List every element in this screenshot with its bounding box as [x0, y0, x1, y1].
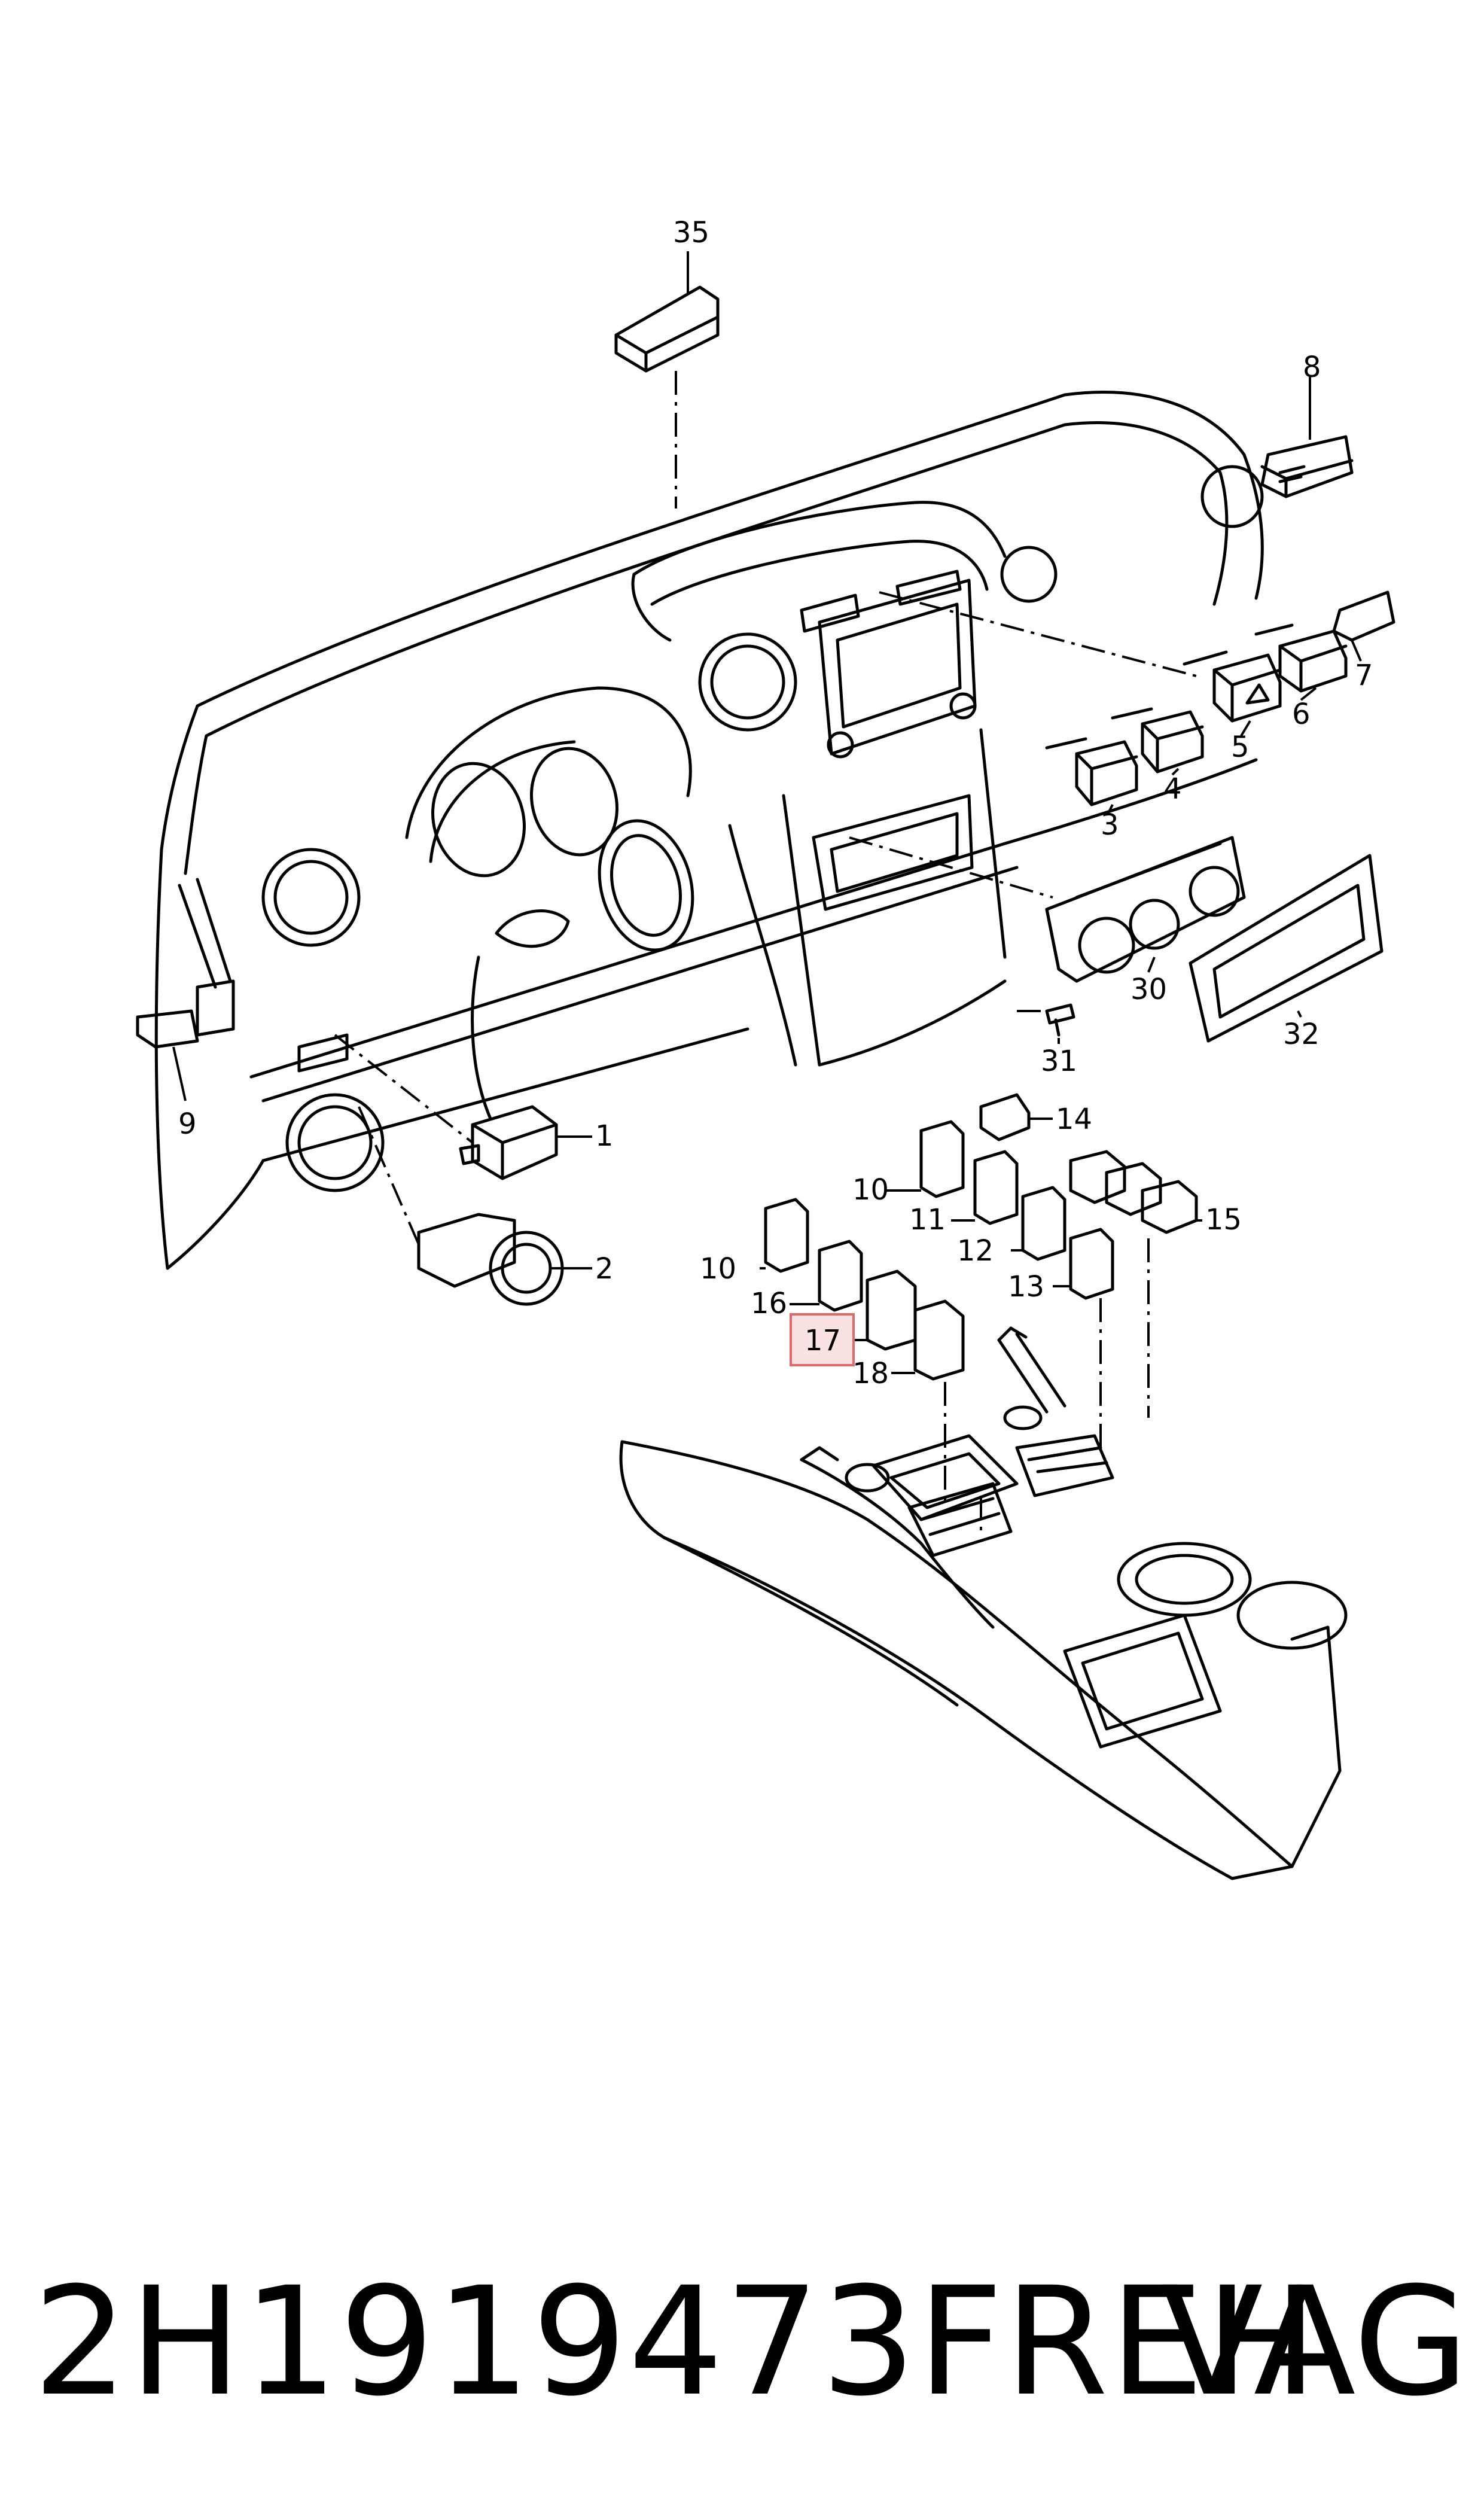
- part-9-switch: [136, 1009, 199, 1049]
- dashboard-outline: [154, 391, 1264, 1270]
- callout-labels: 35 8 7 6 5 4 3 30 32 31 9 1 2 14 10 11 1…: [178, 216, 1373, 1390]
- part-14-blank: [979, 1093, 1031, 1141]
- callout-8: 8: [1303, 351, 1321, 384]
- callout-18: 18: [852, 1357, 889, 1390]
- callout-10-lower: 10: [700, 1252, 736, 1286]
- callout-7: 7: [1355, 659, 1373, 692]
- callout-4: 4: [1163, 772, 1182, 806]
- part-6-switch: [1254, 623, 1348, 693]
- instrument-cluster: [405, 686, 694, 952]
- callout-17: 17: [805, 1324, 841, 1357]
- radio-unit: [800, 570, 977, 911]
- part-8-switch-blank: [1260, 435, 1354, 498]
- part-number: 2H1919473FREH: [33, 2255, 1319, 2429]
- callout-32: 32: [1283, 1018, 1320, 1051]
- callout-16: 16: [751, 1287, 787, 1320]
- callout-11: 11: [909, 1203, 946, 1237]
- part-5-hazard-switch: [1183, 650, 1282, 723]
- part-15-switch-strip: [1069, 1150, 1198, 1234]
- callout-2: 2: [595, 1252, 614, 1286]
- air-vents: [178, 465, 1264, 1192]
- callout-15: 15: [1205, 1203, 1242, 1237]
- part-1-switch-module: [459, 1105, 558, 1180]
- callout-17-highlight: [790, 1313, 855, 1366]
- part-3-switch: [1045, 737, 1138, 806]
- callout-9: 9: [178, 1107, 197, 1141]
- leader-lines: [334, 371, 1197, 1531]
- footer: 2H1919473FREH VAG: [0, 2213, 1484, 2471]
- callout-1: 1: [595, 1119, 614, 1153]
- part-7-blank-cap: [1332, 590, 1395, 642]
- callout-35: 35: [673, 216, 709, 249]
- callout-leaders: [172, 251, 1362, 1374]
- callout-30: 30: [1130, 973, 1167, 1006]
- callout-5: 5: [1231, 730, 1250, 764]
- callout-13: 13: [1008, 1270, 1044, 1304]
- brand-name: VAG: [1160, 2255, 1469, 2429]
- part-2-light-switch: [417, 1213, 564, 1306]
- callout-12: 12: [957, 1234, 994, 1268]
- part-31-screw: [1045, 1003, 1075, 1037]
- part-35-trim-cover: [614, 285, 720, 373]
- callout-6: 6: [1292, 698, 1311, 731]
- part-32-trim-frame: [1189, 854, 1384, 1043]
- callout-14: 14: [1056, 1103, 1092, 1136]
- callout-10-upper: 10: [852, 1173, 889, 1207]
- left-panel-openings: [196, 979, 349, 1073]
- part-4-switch: [1111, 707, 1204, 774]
- callout-31: 31: [1041, 1045, 1077, 1078]
- center-console: [619, 1326, 1348, 1880]
- part-30-climate-control: [1045, 836, 1246, 983]
- callout-3: 3: [1101, 808, 1119, 842]
